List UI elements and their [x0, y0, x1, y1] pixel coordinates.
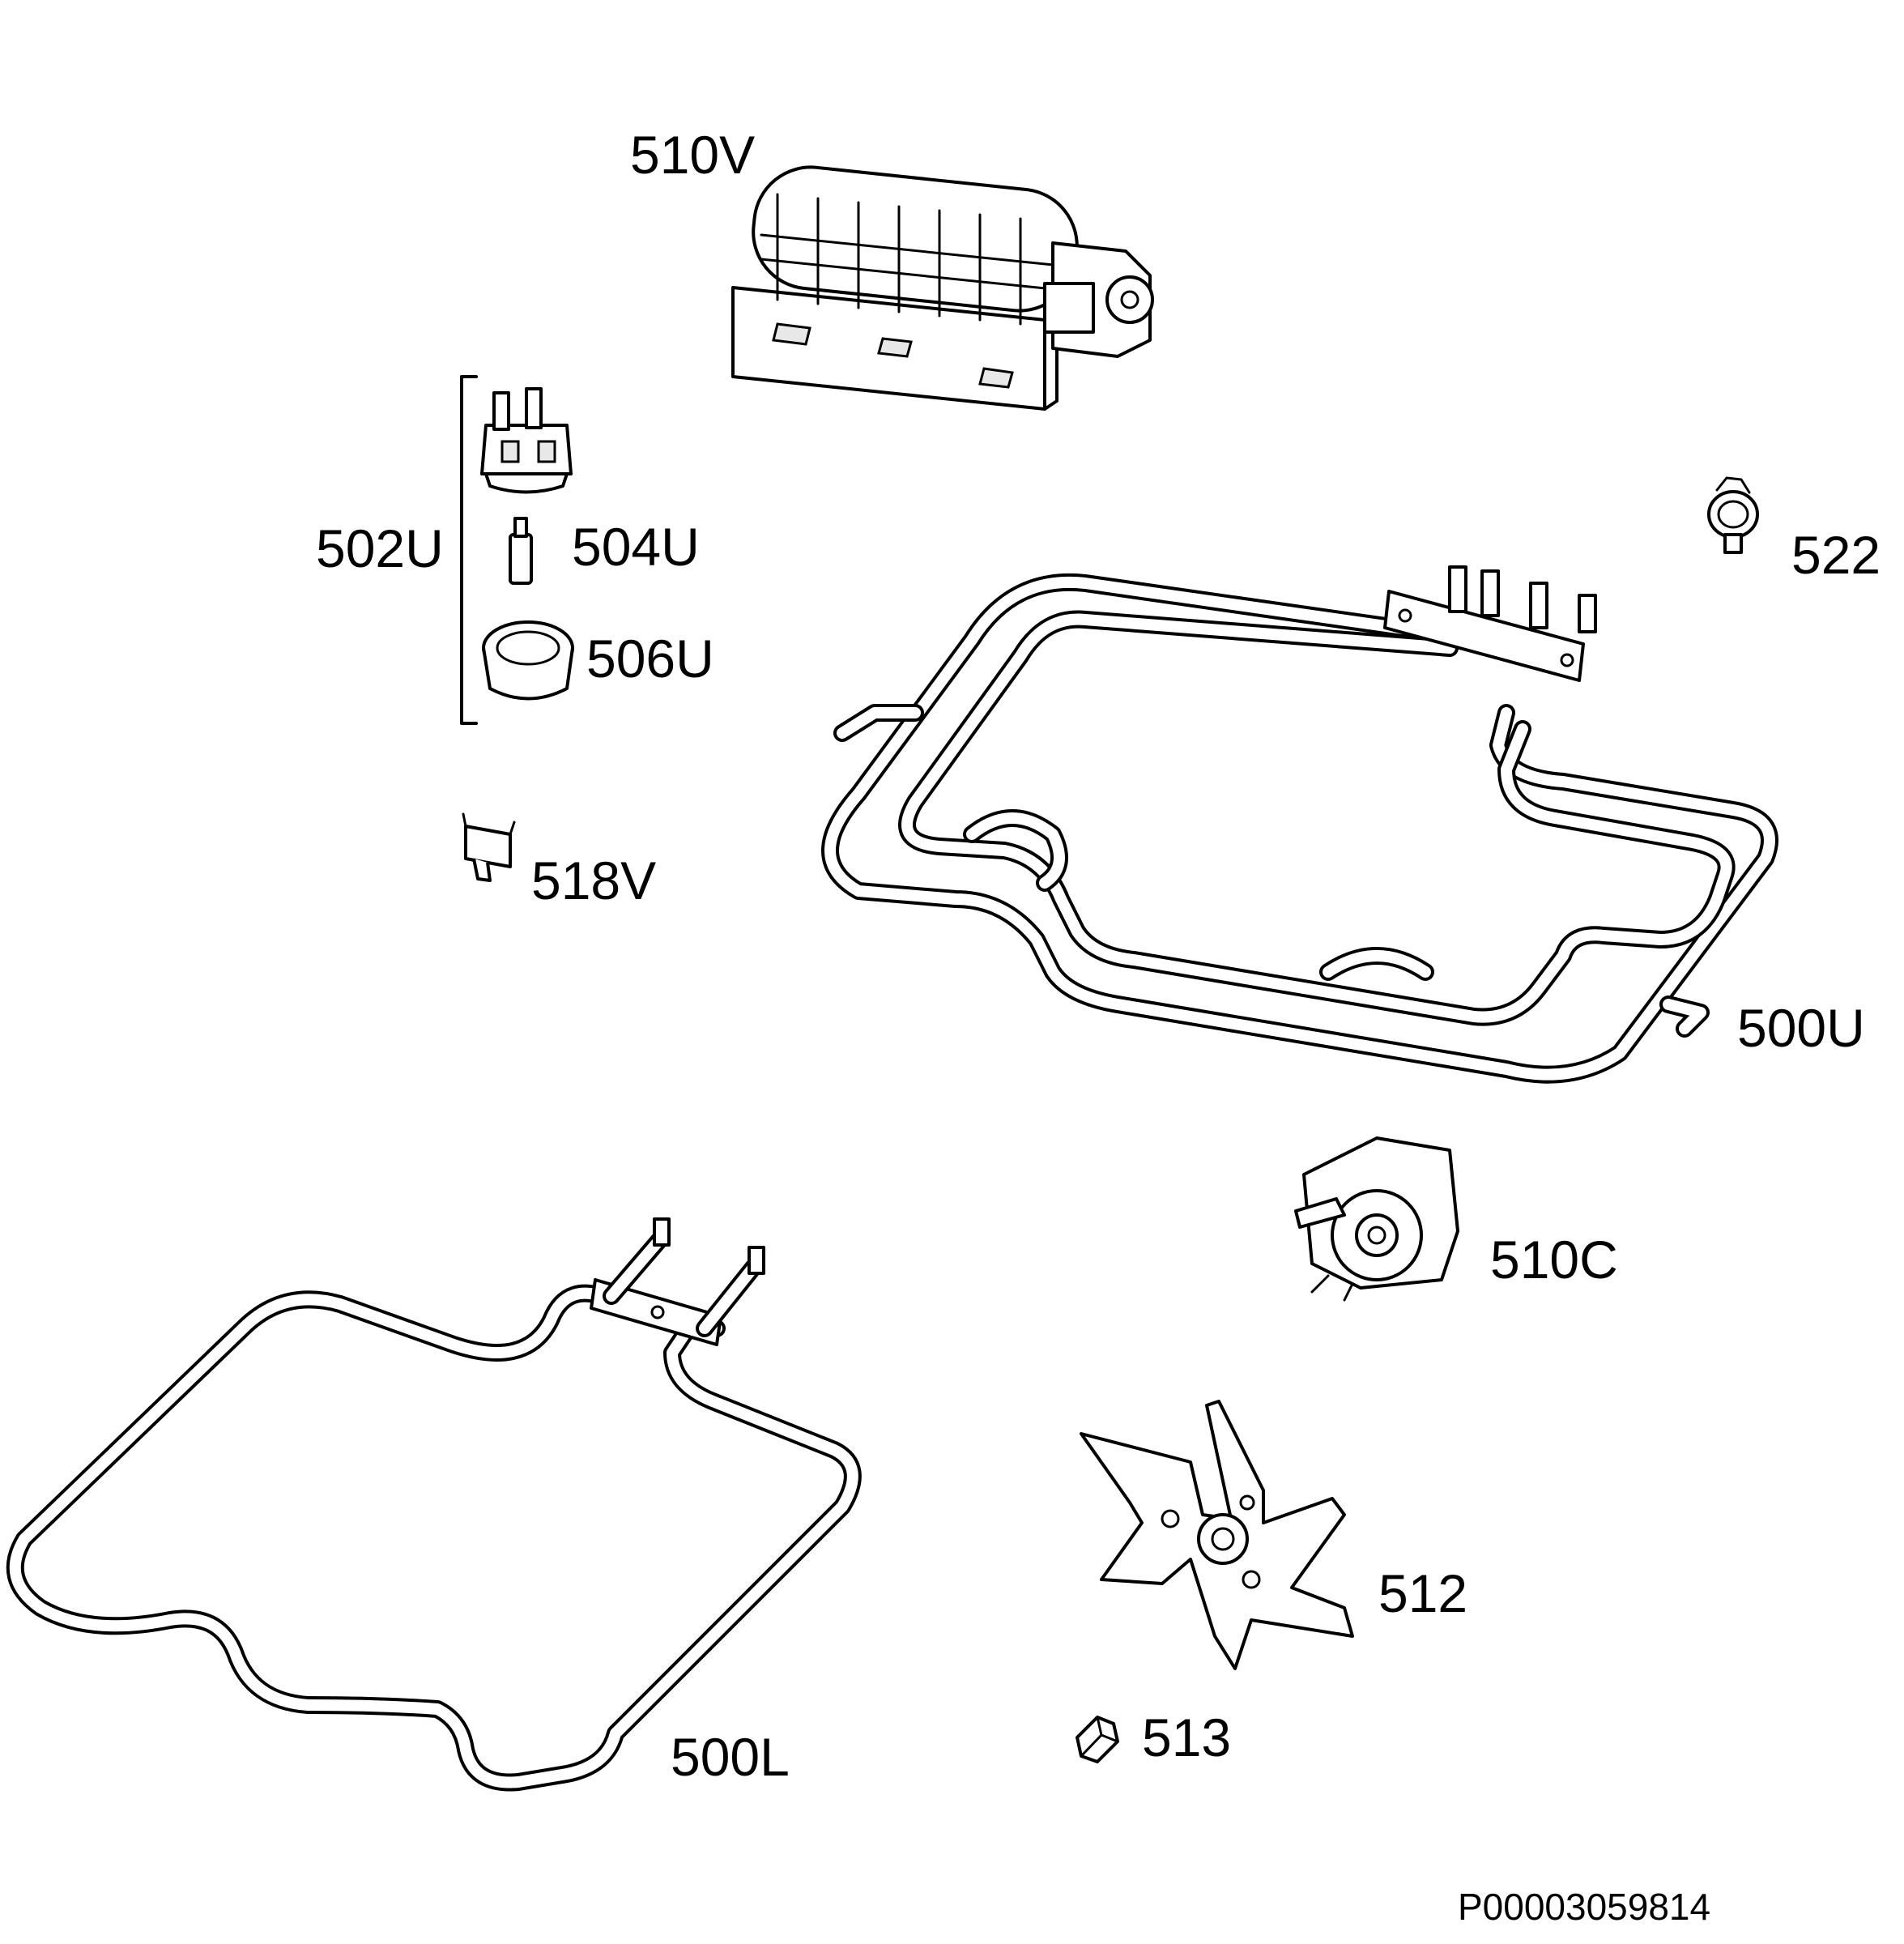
label-500u: 500U — [1737, 998, 1865, 1058]
nut-513 — [1076, 1716, 1119, 1763]
label-504u: 504U — [572, 517, 700, 577]
upper-heating-element-500u — [821, 565, 1778, 1084]
label-522: 522 — [1791, 525, 1881, 585]
group-bracket-502u — [460, 375, 478, 725]
thermostat-518v — [462, 812, 516, 882]
lamp-bulb-504u — [509, 517, 533, 585]
lamp-holder — [480, 387, 573, 494]
clip-522 — [1707, 476, 1759, 554]
label-518v: 518V — [531, 850, 656, 910]
drawing-code: P00003059814 — [1458, 1886, 1710, 1928]
label-510c: 510C — [1490, 1230, 1618, 1290]
lower-heating-element-500l — [6, 1217, 862, 1792]
label-513: 513 — [1142, 1707, 1231, 1767]
fan-blade-512 — [1080, 1400, 1354, 1670]
label-510v: 510V — [630, 125, 755, 185]
label-502u: 502U — [316, 518, 444, 578]
label-500l: 500L — [671, 1727, 790, 1787]
label-506u: 506U — [586, 629, 714, 688]
lamp-cover-506u — [482, 620, 574, 701]
fan-motor-510c — [1294, 1136, 1459, 1302]
label-512: 512 — [1378, 1563, 1467, 1623]
tangential-fan-510v — [731, 165, 1154, 411]
